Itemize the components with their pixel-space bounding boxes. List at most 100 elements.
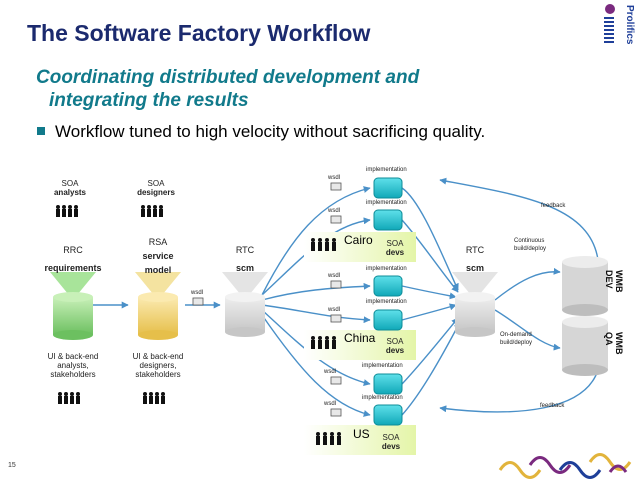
site-band-china <box>304 330 416 360</box>
team-icon-us <box>316 432 341 445</box>
wmb-qa-line1: WMB <box>614 332 624 355</box>
rrc-name: RRC <box>63 245 83 255</box>
page-number: 15 <box>8 462 16 469</box>
rtc-right-name: RTC <box>465 245 485 255</box>
decorative-footer-pattern <box>498 453 632 479</box>
site-soa-china-label: SOA <box>386 337 404 346</box>
site-band-cairo <box>304 232 416 262</box>
impl-label-2: implementation <box>366 200 407 206</box>
page-title: The Software Factory Workflow <box>27 20 371 46</box>
site-name-cairo: Cairo <box>344 233 373 247</box>
wsdl-label-4: wsdl <box>328 307 341 313</box>
stakeholders-analysts-label: UI & back-end analysts, stakeholders <box>40 352 106 379</box>
wsdl-box-6 <box>330 408 342 417</box>
ondemand-build-label: On-demand build/deploy <box>500 331 532 347</box>
site-soa-us: SOA devs <box>380 433 402 451</box>
wsdl-box-4 <box>330 314 342 323</box>
site-devs-us-label: devs <box>381 442 401 451</box>
impl-box-us-2 <box>373 404 403 426</box>
rrc-requirements-db <box>50 272 96 340</box>
wsdl-box-model <box>192 297 204 306</box>
soa-analysts-label: SOA analysts <box>52 179 88 197</box>
continuous-line1: Continuous <box>514 238 545 244</box>
stakeholders-designers-label: UI & back-end designers, stakeholders <box>125 352 191 379</box>
team-icon-stakeholders-2 <box>143 392 165 404</box>
brand-logos: Prolifics <box>601 3 635 71</box>
bullet-text: Workflow tuned to high velocity without … <box>55 122 486 141</box>
wmb-qa-db <box>562 316 608 376</box>
impl-box-us-1 <box>373 373 403 395</box>
rtc-right-label: RTC scm <box>452 245 498 273</box>
wsdl-label-model: wsdl <box>191 290 204 296</box>
ibm-badge-icon <box>605 4 615 14</box>
team-icon-stakeholders-1 <box>58 392 80 404</box>
rrc-sub: requirements <box>44 263 102 273</box>
wmb-dev-label: WMB DEV <box>604 270 624 293</box>
ondemand-line2: build/deploy <box>500 340 533 346</box>
impl-box-china-2 <box>373 309 403 331</box>
impl-box-cairo-2 <box>373 209 403 231</box>
continuous-build-label: Continuous build/deploy <box>514 237 546 253</box>
rtc-scm-db-left <box>222 272 268 337</box>
distribution-arrows <box>90 177 599 417</box>
rtc-right-sub: scm <box>465 263 484 273</box>
wmb-dev-db <box>562 256 608 316</box>
impl-label-4: implementation <box>366 299 407 305</box>
feedback-label-bottom: feedback <box>540 403 565 409</box>
site-soa-cairo-label: SOA <box>386 239 404 248</box>
soa-designers-line2: designers <box>137 188 175 197</box>
site-soa-cairo: SOA devs <box>384 239 406 257</box>
wmb-dev-line2: DEV <box>604 270 614 289</box>
impl-label-3: implementation <box>366 266 407 272</box>
stakeholders2-line1: UI & back-end <box>132 352 184 361</box>
rtc-left-name: RTC <box>235 245 255 255</box>
ibm-logo <box>604 17 614 43</box>
wsdl-label-5: wsdl <box>324 369 337 375</box>
rtc-scm-db-right <box>452 272 498 337</box>
rtc-left-sub: scm <box>235 263 254 273</box>
wsdl-box-2 <box>330 215 342 224</box>
wmb-dev-line1: WMB <box>614 270 624 293</box>
wsdl-box-3 <box>330 280 342 289</box>
impl-label-1: implementation <box>366 167 407 173</box>
stakeholders2-line3: stakeholders <box>135 370 181 379</box>
site-name-us: US <box>353 427 370 441</box>
impl-label-5: implementation <box>362 363 403 369</box>
ondemand-line1: On-demand <box>500 332 532 338</box>
impl-box-cairo-1 <box>373 177 403 199</box>
rsa-sub1: service <box>142 251 174 261</box>
people-icons <box>56 205 341 445</box>
team-icon-china <box>311 336 336 349</box>
wsdl-label-1: wsdl <box>328 175 341 181</box>
rsa-service-model-db <box>135 272 181 340</box>
rsa-sub2: model <box>144 265 172 275</box>
wsdl-box-1 <box>330 182 342 191</box>
stakeholders2-line2: designers, <box>139 361 177 370</box>
wsdl-label-2: wsdl <box>328 208 341 214</box>
rrc-label: RRC requirements <box>43 245 103 273</box>
feedback-label-top: feedback <box>541 203 566 209</box>
rtc-left-label: RTC scm <box>222 245 268 273</box>
soa-analysts-line2: analysts <box>53 188 87 197</box>
soa-analysts-line1: SOA <box>61 179 79 188</box>
site-devs-china-label: devs <box>385 346 405 355</box>
impl-label-6: implementation <box>362 395 403 401</box>
subtitle-line-1: Coordinating distributed development and <box>36 67 420 88</box>
team-icon-cairo <box>311 238 336 251</box>
wsdl-boxes <box>192 182 342 417</box>
stakeholders1-line2: analysts, <box>57 361 89 370</box>
site-name-china: China <box>344 331 376 345</box>
stakeholders1-line3: stakeholders <box>50 370 96 379</box>
impl-box-china-1 <box>373 275 403 297</box>
soa-designers-label: SOA designers <box>134 179 178 197</box>
site-soa-china: SOA devs <box>384 337 406 355</box>
bullet-square-icon <box>37 127 45 135</box>
site-soa-us-label: SOA <box>382 433 400 442</box>
implementation-boxes <box>373 177 403 426</box>
soa-designers-line1: SOA <box>147 179 165 188</box>
wmb-qa-line2: QA <box>604 332 614 346</box>
rsa-name: RSA <box>148 237 168 247</box>
wsdl-label-3: wsdl <box>328 273 341 279</box>
site-devs-cairo-label: devs <box>385 248 405 257</box>
